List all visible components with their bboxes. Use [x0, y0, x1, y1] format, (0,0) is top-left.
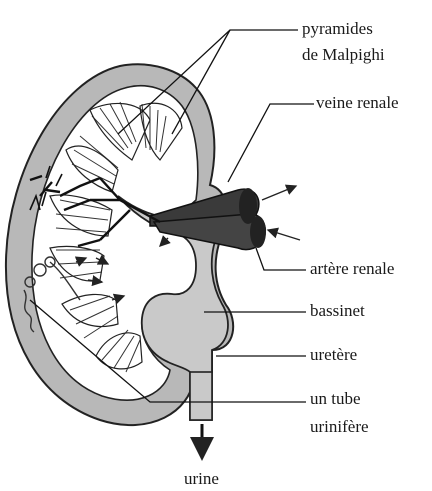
label-urine: urine [184, 469, 219, 488]
artery-opening [250, 216, 266, 248]
label-tube-line2: urinifère [310, 417, 369, 436]
label-uretere: uretère [310, 345, 357, 364]
ureter-tube [190, 372, 212, 420]
label-pyramides-line1: pyramides [302, 19, 373, 38]
label-artere-renale: artère renale [310, 259, 394, 278]
label-tube-line1: un tube [310, 389, 361, 408]
blood-flow-arrows [262, 186, 300, 240]
label-pyramides-line2: de Malpighi [302, 45, 385, 64]
label-bassinet: bassinet [310, 301, 365, 320]
label-veine-renale: veine renale [316, 93, 399, 112]
